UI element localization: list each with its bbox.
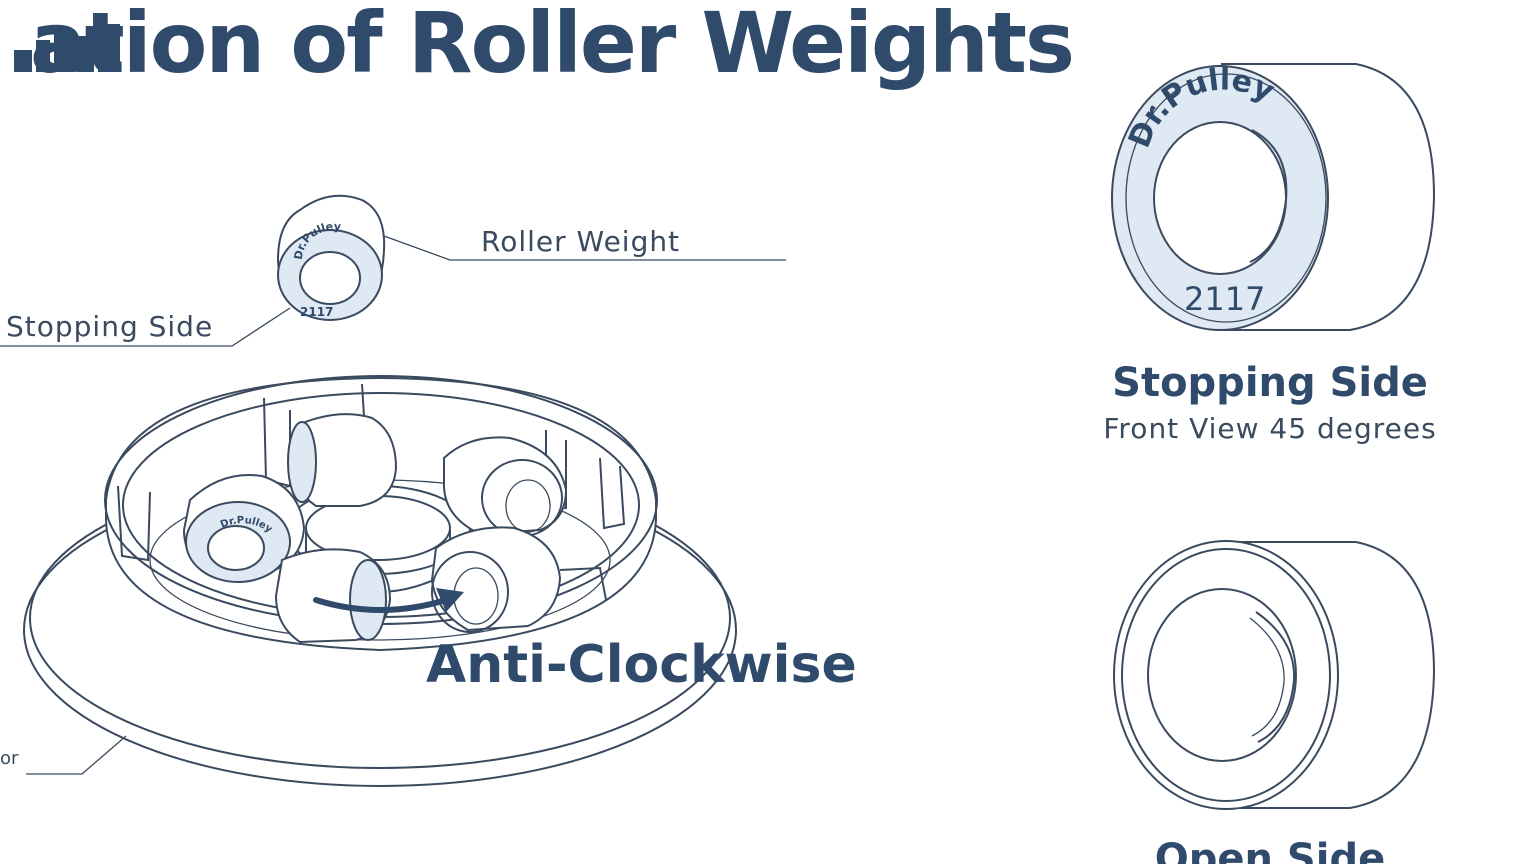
front-view-caption: Front View 45 degrees [1103, 412, 1436, 445]
cut-off-leader [26, 735, 127, 775]
title-brush-mark [14, 24, 120, 72]
roller-weight-leader [383, 235, 786, 261]
curved-arrow-icon [313, 588, 464, 613]
stopping-side-heading: Stopping Side [1112, 360, 1428, 406]
roller-weight-label: Roller Weight [481, 225, 680, 258]
open-side-roller-view [1113, 540, 1436, 810]
small-roller-weight: Dr.Pulley 2117 [276, 194, 386, 321]
anti-clockwise-label: Anti-Clockwise [426, 635, 857, 695]
stopping-side-small-label: Stopping Side [6, 310, 213, 343]
stopping-side-roller-view: Dr.Pulley 2117 [1111, 62, 1436, 331]
stopping-side-leader [0, 307, 291, 347]
open-side-heading: Open Side [1155, 836, 1385, 864]
cut-off-label: or [0, 748, 19, 769]
small-roller-number: 2117 [300, 305, 333, 319]
page-title: ation of Roller Weights [30, 0, 1073, 92]
large-roller-number: 2117 [1184, 280, 1265, 318]
variator-assembly: Dr.Pulley [23, 375, 737, 787]
